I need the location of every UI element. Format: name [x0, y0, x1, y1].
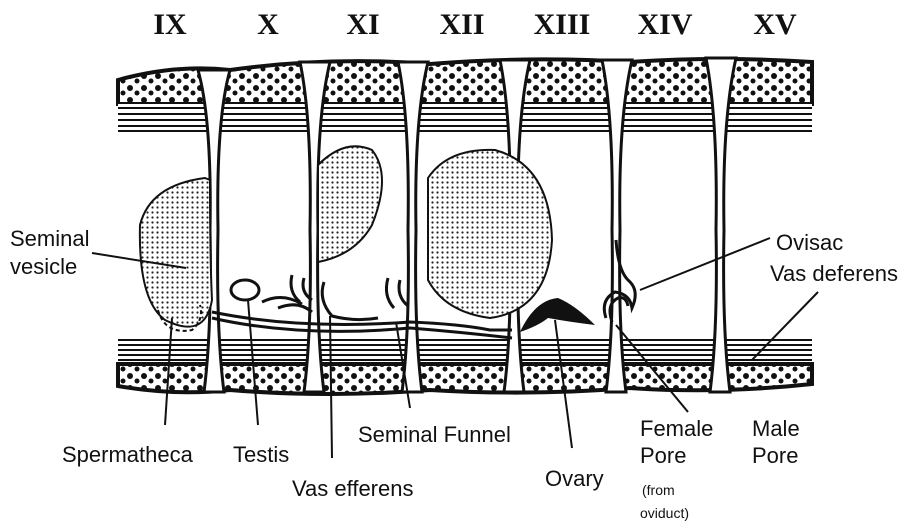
label-female-pore-2: Pore — [640, 443, 686, 468]
segment-xii: XII — [439, 8, 484, 41]
label-female-pore-3: (from — [642, 482, 675, 498]
seminal-funnel-xi — [386, 278, 408, 308]
seminal-vesicle-ix — [140, 178, 212, 327]
vas-efferens — [322, 282, 378, 320]
label-ovisac: Ovisac — [776, 230, 843, 255]
testis-x — [231, 280, 259, 300]
label-testis: Testis — [233, 442, 289, 467]
label-female-pore-1: Female — [640, 416, 713, 441]
segment-xv: XV — [753, 8, 797, 41]
ovary-shape — [520, 298, 595, 332]
segment-x: X — [257, 8, 279, 41]
segment-xiii: XIII — [534, 8, 591, 41]
label-female-pore-4: oviduct) — [640, 505, 689, 521]
label-male-pore-2: Pore — [752, 443, 798, 468]
label-seminal-funnel: Seminal Funnel — [358, 422, 511, 447]
label-vas-deferens: Vas deferens — [770, 261, 898, 286]
label-seminal-vesicle-1: Seminal — [10, 226, 89, 251]
label-vas-efferens: Vas efferens — [292, 476, 413, 501]
label-spermatheca: Spermatheca — [62, 442, 194, 467]
label-ovary: Ovary — [545, 466, 604, 491]
segment-ix: IX — [153, 8, 187, 41]
segment-xi: XI — [346, 8, 379, 41]
seminal-vesicle-xii — [428, 150, 552, 318]
label-seminal-vesicle-2: vesicle — [10, 254, 77, 279]
segment-numerals: IX X XI XII XIII XIV XV — [153, 8, 797, 41]
seminal-vesicle-xi — [318, 146, 382, 262]
seminal-vesicles — [140, 146, 552, 326]
label-male-pore-1: Male — [752, 416, 800, 441]
segment-xiv: XIV — [637, 8, 692, 41]
